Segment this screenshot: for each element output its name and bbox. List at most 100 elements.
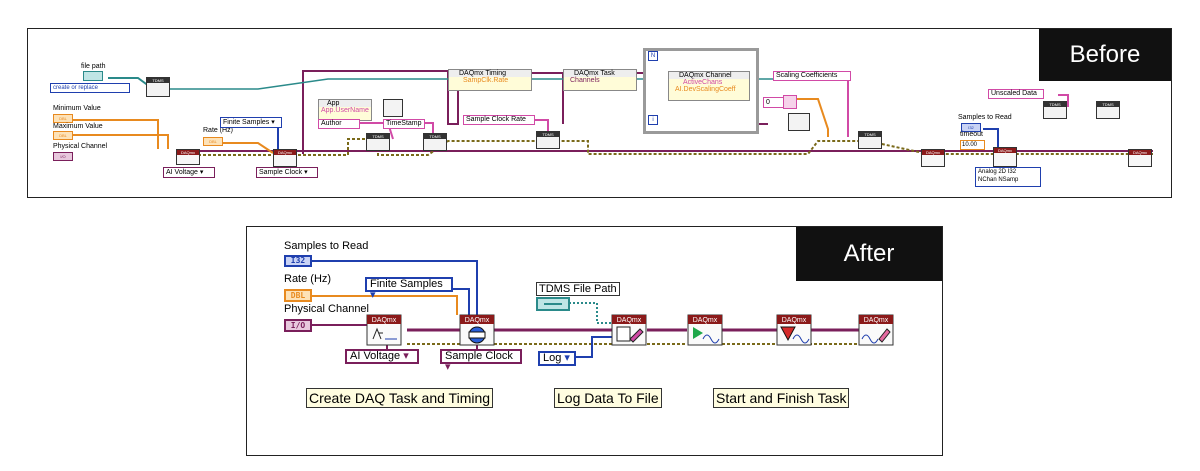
daqmx-timing-label: DAQmx Timing (449, 70, 531, 77)
after-tdms-file-path-label: TDMS File Path (536, 282, 620, 296)
document-icon (616, 326, 631, 342)
tdms-close-node[interactable]: TDMS (1096, 101, 1120, 119)
io-badge: I/O (290, 321, 306, 330)
build-array-node[interactable] (788, 113, 810, 131)
after-rate-label: Rate (Hz) (284, 273, 332, 285)
daqmx-badge: DAQmx (994, 148, 1016, 153)
loop-index-terminal: i (648, 115, 658, 125)
tdms-set-properties-node-3[interactable]: TDMS (536, 131, 560, 149)
daqmx-badge: DAQmx (274, 150, 296, 155)
read-type-line-1: Analog 2D I32 (978, 169, 1017, 175)
read-type-selector[interactable]: Analog 2D I32 NChan NSamp (975, 167, 1041, 187)
before-tag-label: Before (1069, 41, 1141, 68)
daqmx-read-node[interactable]: DAQmx (993, 147, 1017, 167)
daqmx-badge: DAQmx (864, 317, 889, 324)
after-samples-to-read-control[interactable]: I32 (284, 255, 312, 267)
read-type-line-2: NChan NSamp (978, 177, 1019, 183)
app-property-node[interactable]: App App.UserName (318, 99, 372, 121)
sampclk-rate-label: SampClk.Rate (463, 77, 509, 84)
dbl-wire-rate (223, 142, 274, 154)
tdms-set-properties-node-1[interactable]: TDMS (366, 133, 390, 151)
after-sample-clock-selector[interactable]: Sample Clock ▾ (440, 349, 522, 373)
caption-create-task: Create DAQ Task and Timing (306, 388, 494, 408)
chevron-down-icon: ▾ (400, 350, 409, 362)
unscaled-data-label: Unscaled Data (991, 90, 1037, 97)
chevron-down-icon: ▾ (445, 361, 451, 373)
create-or-replace-label: create or replace (53, 85, 99, 91)
minimum-value-control[interactable]: DBL (53, 114, 73, 123)
after-daqmx-start[interactable]: DAQmx (687, 314, 723, 346)
daqmx-badge: DAQmx (1129, 150, 1151, 155)
tdms-badge: TDMS (859, 132, 881, 137)
after-samples-wire (307, 260, 478, 315)
dbl-wire-max (73, 134, 169, 149)
daqmx-channel-property-node[interactable]: DAQmx Channel ActiveChans AI.DevScalingC… (668, 71, 750, 101)
daqmx-badge: DAQmx (782, 317, 807, 324)
after-diagram-panel: DAQmx DAQmx DAQmx DAQmx (246, 226, 943, 456)
chevron-down-icon: ▾ (370, 289, 376, 301)
zero-label: 0 (766, 99, 770, 106)
after-tdms-file-path-control[interactable] (536, 297, 570, 311)
physical-channel-control[interactable]: I/O (53, 152, 73, 161)
sample-clock-selector[interactable]: Sample Clock ▾ (256, 167, 318, 178)
daqmx-channel-label: DAQmx Channel (669, 72, 749, 79)
physical-channel-label: Physical Channel (53, 143, 108, 150)
daqmx-badge: DAQmx (617, 317, 642, 324)
daqmx-create-channel-node[interactable]: DAQmx (176, 149, 200, 165)
after-tag: After (796, 227, 942, 281)
tdms-set-properties-node-2[interactable]: TDMS (423, 133, 447, 151)
after-tag-label: After (843, 240, 895, 267)
after-finite-samples-control[interactable]: Finite Samples ▾ (365, 277, 453, 301)
sample-clock-rate-constant[interactable]: Sample Clock Rate (463, 115, 535, 125)
maximum-value-control[interactable]: DBL (53, 131, 73, 140)
after-daqmx-timing[interactable]: DAQmx (459, 314, 495, 346)
before-diagram-panel: file path create or replace Minimum Valu… (27, 28, 1172, 198)
array-constant[interactable] (783, 95, 797, 109)
timestamp-constant[interactable]: TimeStamp (383, 119, 425, 129)
dbl-wire-min (73, 119, 159, 149)
daqmx-timing-node[interactable]: DAQmx (273, 149, 297, 167)
after-block-diagram: DAQmx DAQmx DAQmx DAQmx (307, 260, 894, 358)
create-or-replace-control[interactable]: create or replace (50, 83, 130, 93)
daqmx-start-node[interactable]: DAQmx (921, 149, 945, 167)
unscaled-data-indicator[interactable]: Unscaled Data (988, 89, 1044, 99)
after-physical-channel-control[interactable]: I/O (284, 319, 312, 332)
timestamp-node[interactable] (383, 99, 403, 117)
author-constant[interactable]: Author (318, 119, 360, 129)
chevron-down-icon: ▾ (561, 352, 570, 364)
after-daqmx-clear[interactable]: DAQmx (858, 314, 894, 346)
after-daqmx-configure-logging[interactable]: DAQmx (611, 314, 647, 346)
daqmx-timing-property-node[interactable]: DAQmx Timing SampClk.Rate (448, 69, 532, 91)
for-loop-structure[interactable]: N i DAQmx Channel ActiveChans AI.DevScal… (643, 48, 759, 134)
tdms-badge: TDMS (1044, 102, 1066, 107)
after-ai-voltage-selector[interactable]: AI Voltage ▾ (345, 349, 419, 364)
samples-to-read-control[interactable]: I32 (961, 123, 981, 132)
file-path-control[interactable] (83, 71, 103, 81)
scaling-coefficients-indicator[interactable]: Scaling Coefficients (773, 71, 851, 81)
after-log-label: Log (543, 352, 562, 364)
author-label: Author (321, 120, 342, 127)
after-log-selector[interactable]: Log ▾ (538, 351, 576, 366)
timeout-control[interactable]: 10.00 (960, 140, 985, 150)
ai-voltage-label: AI Voltage (166, 169, 198, 176)
daqmx-clear-node[interactable]: DAQmx (1128, 149, 1152, 167)
dbl-badge: DBL (290, 291, 306, 300)
daqmx-badge: DAQmx (922, 150, 944, 155)
error-wire (178, 138, 1153, 156)
daqmx-task-property-node[interactable]: DAQmx Task Channels (563, 69, 637, 91)
after-rate-control[interactable]: DBL (284, 289, 312, 302)
finite-samples-control[interactable]: Finite Samples ▾ (220, 117, 282, 128)
play-icon (693, 327, 703, 339)
ai-voltage-selector[interactable]: AI Voltage ▾ (163, 167, 215, 178)
after-daqmx-stop[interactable]: DAQmx (776, 314, 812, 346)
tdms-open-node[interactable]: TDMS (146, 77, 170, 97)
tdms-write-node-2[interactable]: TDMS (1043, 101, 1067, 119)
timestamp-label: TimeStamp (386, 120, 422, 127)
after-path-wire (569, 302, 612, 324)
tdms-write-node-1[interactable]: TDMS (858, 131, 882, 149)
i32-badge: I32 (290, 256, 306, 265)
after-daqmx-create-channel[interactable]: DAQmx (366, 314, 402, 346)
tdms-badge: TDMS (1097, 102, 1119, 107)
rate-control[interactable]: DBL (203, 137, 223, 146)
tdms-badge: TDMS (147, 78, 169, 83)
